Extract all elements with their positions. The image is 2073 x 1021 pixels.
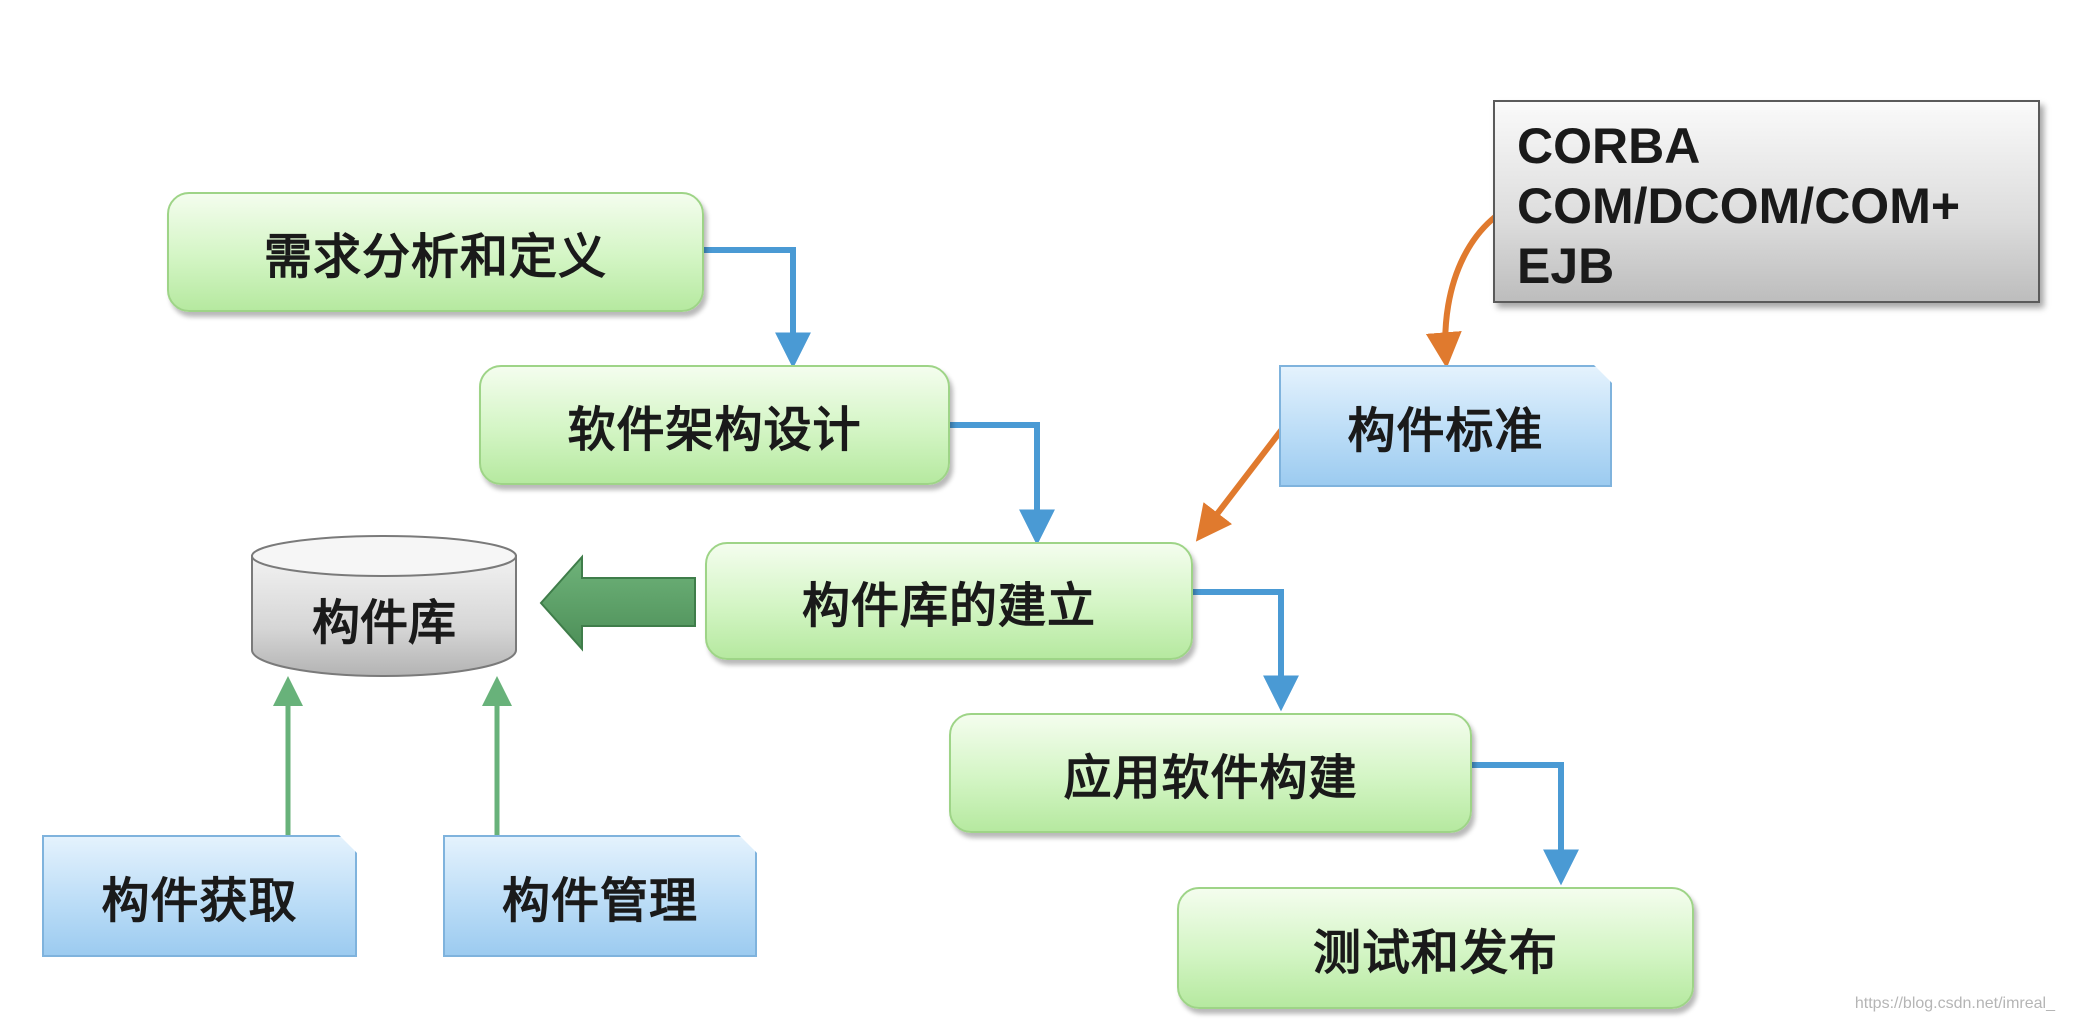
standards-box: CORBA COM/DCOM/COM+ EJB [1493,100,2040,303]
arrow-library-build-to-app-build [1193,589,1299,712]
component-library-cylinder [251,535,517,677]
component-manage-node: 构件管理 [443,835,757,957]
watermark: https://blog.csdn.net/imreal_ [1854,995,2055,1012]
arrow-app-build-to-test-release [1472,762,1579,886]
component-acquire-node: 构件获取 [42,835,357,957]
library-build-node: 构件库的建立 [705,542,1193,660]
arrow-architecture-to-library-build [950,422,1055,546]
test-release-node: 测试和发布 [1177,887,1694,1009]
arrow-component-standard-to-library-build [1195,426,1286,542]
architecture-node: 软件架构设计 [479,365,950,485]
arrow-requirements-to-architecture [700,247,811,369]
app-build-node: 应用软件构建 [949,713,1472,833]
component-standard-node: 构件标准 [1279,365,1612,487]
arrow-library-build-to-component-library [539,554,696,652]
standards-item-com: COM/DCOM/COM+ [1517,178,1961,234]
component-library-label: 构件库 [311,595,456,651]
requirements-node: 需求分析和定义 [167,192,704,312]
standards-item-ejb: EJB [1517,238,1615,294]
standards-item-corba: CORBA [1517,118,1701,174]
